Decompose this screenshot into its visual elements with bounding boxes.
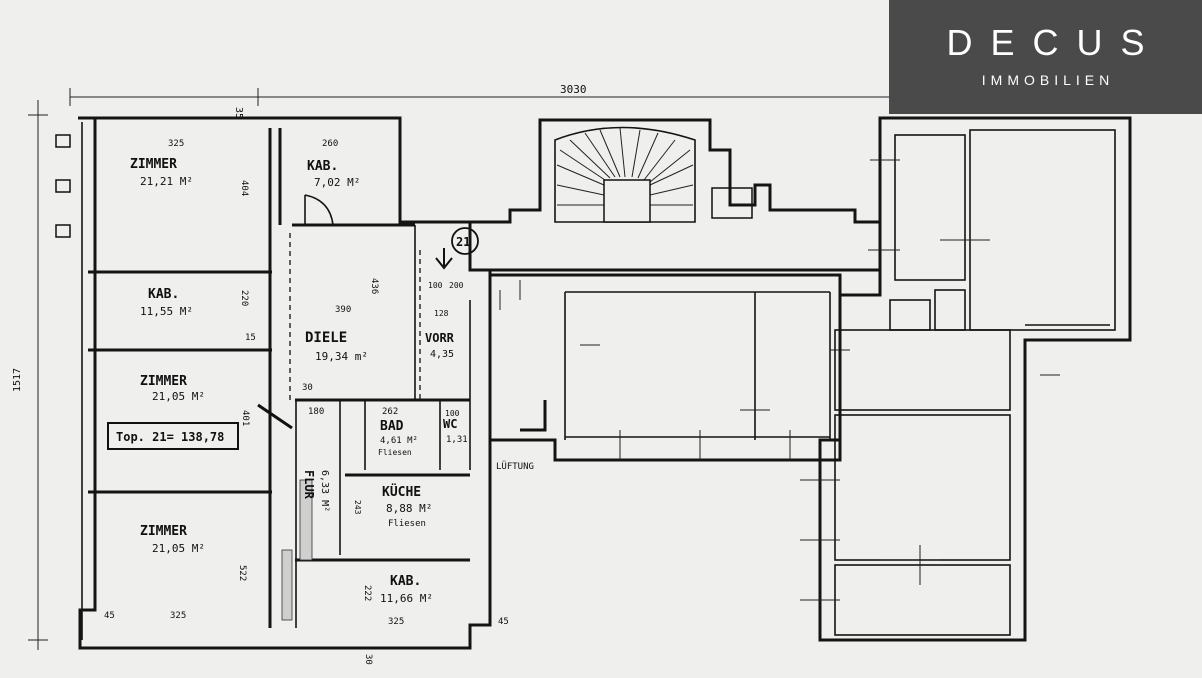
right-block	[800, 116, 1132, 642]
overall-dimension-left: 1517	[12, 100, 48, 650]
room-bad-note: Fliesen	[378, 448, 412, 457]
dim-30-mid: 30	[302, 383, 313, 393]
dim-260: 260	[322, 139, 338, 149]
dim-262: 262	[382, 407, 398, 417]
apartment-top-21: ZIMMER 21,21 M² KAB. 7,02 M² KAB. 11,55 …	[55, 116, 547, 665]
logo-subtitle: IMMOBILIEN	[981, 72, 1115, 88]
room-kab-1-name: KAB.	[307, 159, 338, 174]
overall-dimension-top: 3030 35	[69, 83, 1010, 119]
room-kueche-note: Fliesen	[388, 519, 426, 529]
room-zimmer-3-area: 21,05 M²	[152, 542, 205, 555]
dim-325-top: 325	[168, 139, 184, 149]
room-kab-2-name: KAB.	[148, 287, 179, 302]
dim-220: 220	[239, 290, 249, 306]
dim-180: 180	[308, 407, 324, 417]
dim-100-b: 100	[445, 409, 460, 418]
room-diele-area: 19,34 m²	[315, 350, 368, 363]
room-kab-3-name: KAB.	[390, 574, 421, 589]
dim-222: 222	[362, 585, 372, 601]
room-wc-name: WC	[443, 417, 457, 431]
lueftung-label: LÜFTUNG	[496, 461, 534, 472]
unit-marker-circle	[451, 227, 479, 255]
dim-522: 522	[237, 565, 247, 581]
dim-404: 404	[239, 180, 249, 196]
room-wc-area: 1,31	[446, 435, 468, 445]
dim-200: 200	[449, 281, 464, 290]
dim-325-kab: 325	[388, 617, 404, 627]
dim-401-mid: 401	[240, 410, 250, 426]
dim-128: 128	[434, 309, 449, 318]
room-zimmer-2-area: 21,05 M²	[152, 390, 205, 403]
room-flur-name: FLUR	[302, 470, 316, 500]
dim-30-bottom: 30	[363, 654, 373, 665]
summary-total: Top. 21= 138,78	[116, 430, 224, 444]
room-zimmer-3-name: ZIMMER	[140, 524, 187, 539]
room-flur-area: 6,33 M²	[319, 470, 330, 512]
overall-width-label: 3030	[560, 83, 587, 96]
room-zimmer-2-name: ZIMMER	[140, 374, 187, 389]
summary-box	[107, 422, 239, 450]
room-bad-name: BAD	[380, 419, 404, 434]
dim-436: 436	[369, 278, 379, 294]
decus-logo: DECUS IMMOBILIEN	[889, 0, 1202, 114]
room-kab-2-area: 11,55 M²	[140, 305, 193, 318]
central-block	[488, 273, 850, 462]
dim-325-bottom: 325	[170, 611, 186, 621]
room-kueche-name: KÜCHE	[382, 484, 421, 500]
room-diele-name: DIELE	[305, 330, 347, 346]
room-kab-3-area: 11,66 M²	[380, 592, 433, 605]
room-vorr-name: VORR	[425, 331, 455, 345]
room-kueche-area: 8,88 M²	[386, 502, 432, 515]
room-bad-area: 4,61 M²	[380, 436, 418, 446]
logo-title: DECUS	[946, 22, 1163, 63]
dim-35-top: 35	[233, 107, 244, 119]
staircase-core	[468, 118, 882, 272]
dim-45-left: 45	[104, 611, 115, 621]
room-kab-1-area: 7,02 M²	[314, 176, 360, 189]
dim-243: 243	[353, 500, 362, 515]
entrance-arrow-icon	[435, 248, 453, 270]
dim-100-a: 100	[428, 281, 443, 290]
dim-390: 390	[335, 305, 351, 315]
room-vorr-area: 4,35	[430, 349, 454, 360]
unit-marker-label: 21	[456, 235, 470, 249]
room-zimmer-1-name: ZIMMER	[130, 157, 177, 172]
dim-15: 15	[245, 333, 256, 343]
dim-45-right: 45	[498, 617, 509, 627]
room-zimmer-1-area: 21,21 M²	[140, 175, 193, 188]
overall-height-label: 1517	[12, 368, 23, 392]
